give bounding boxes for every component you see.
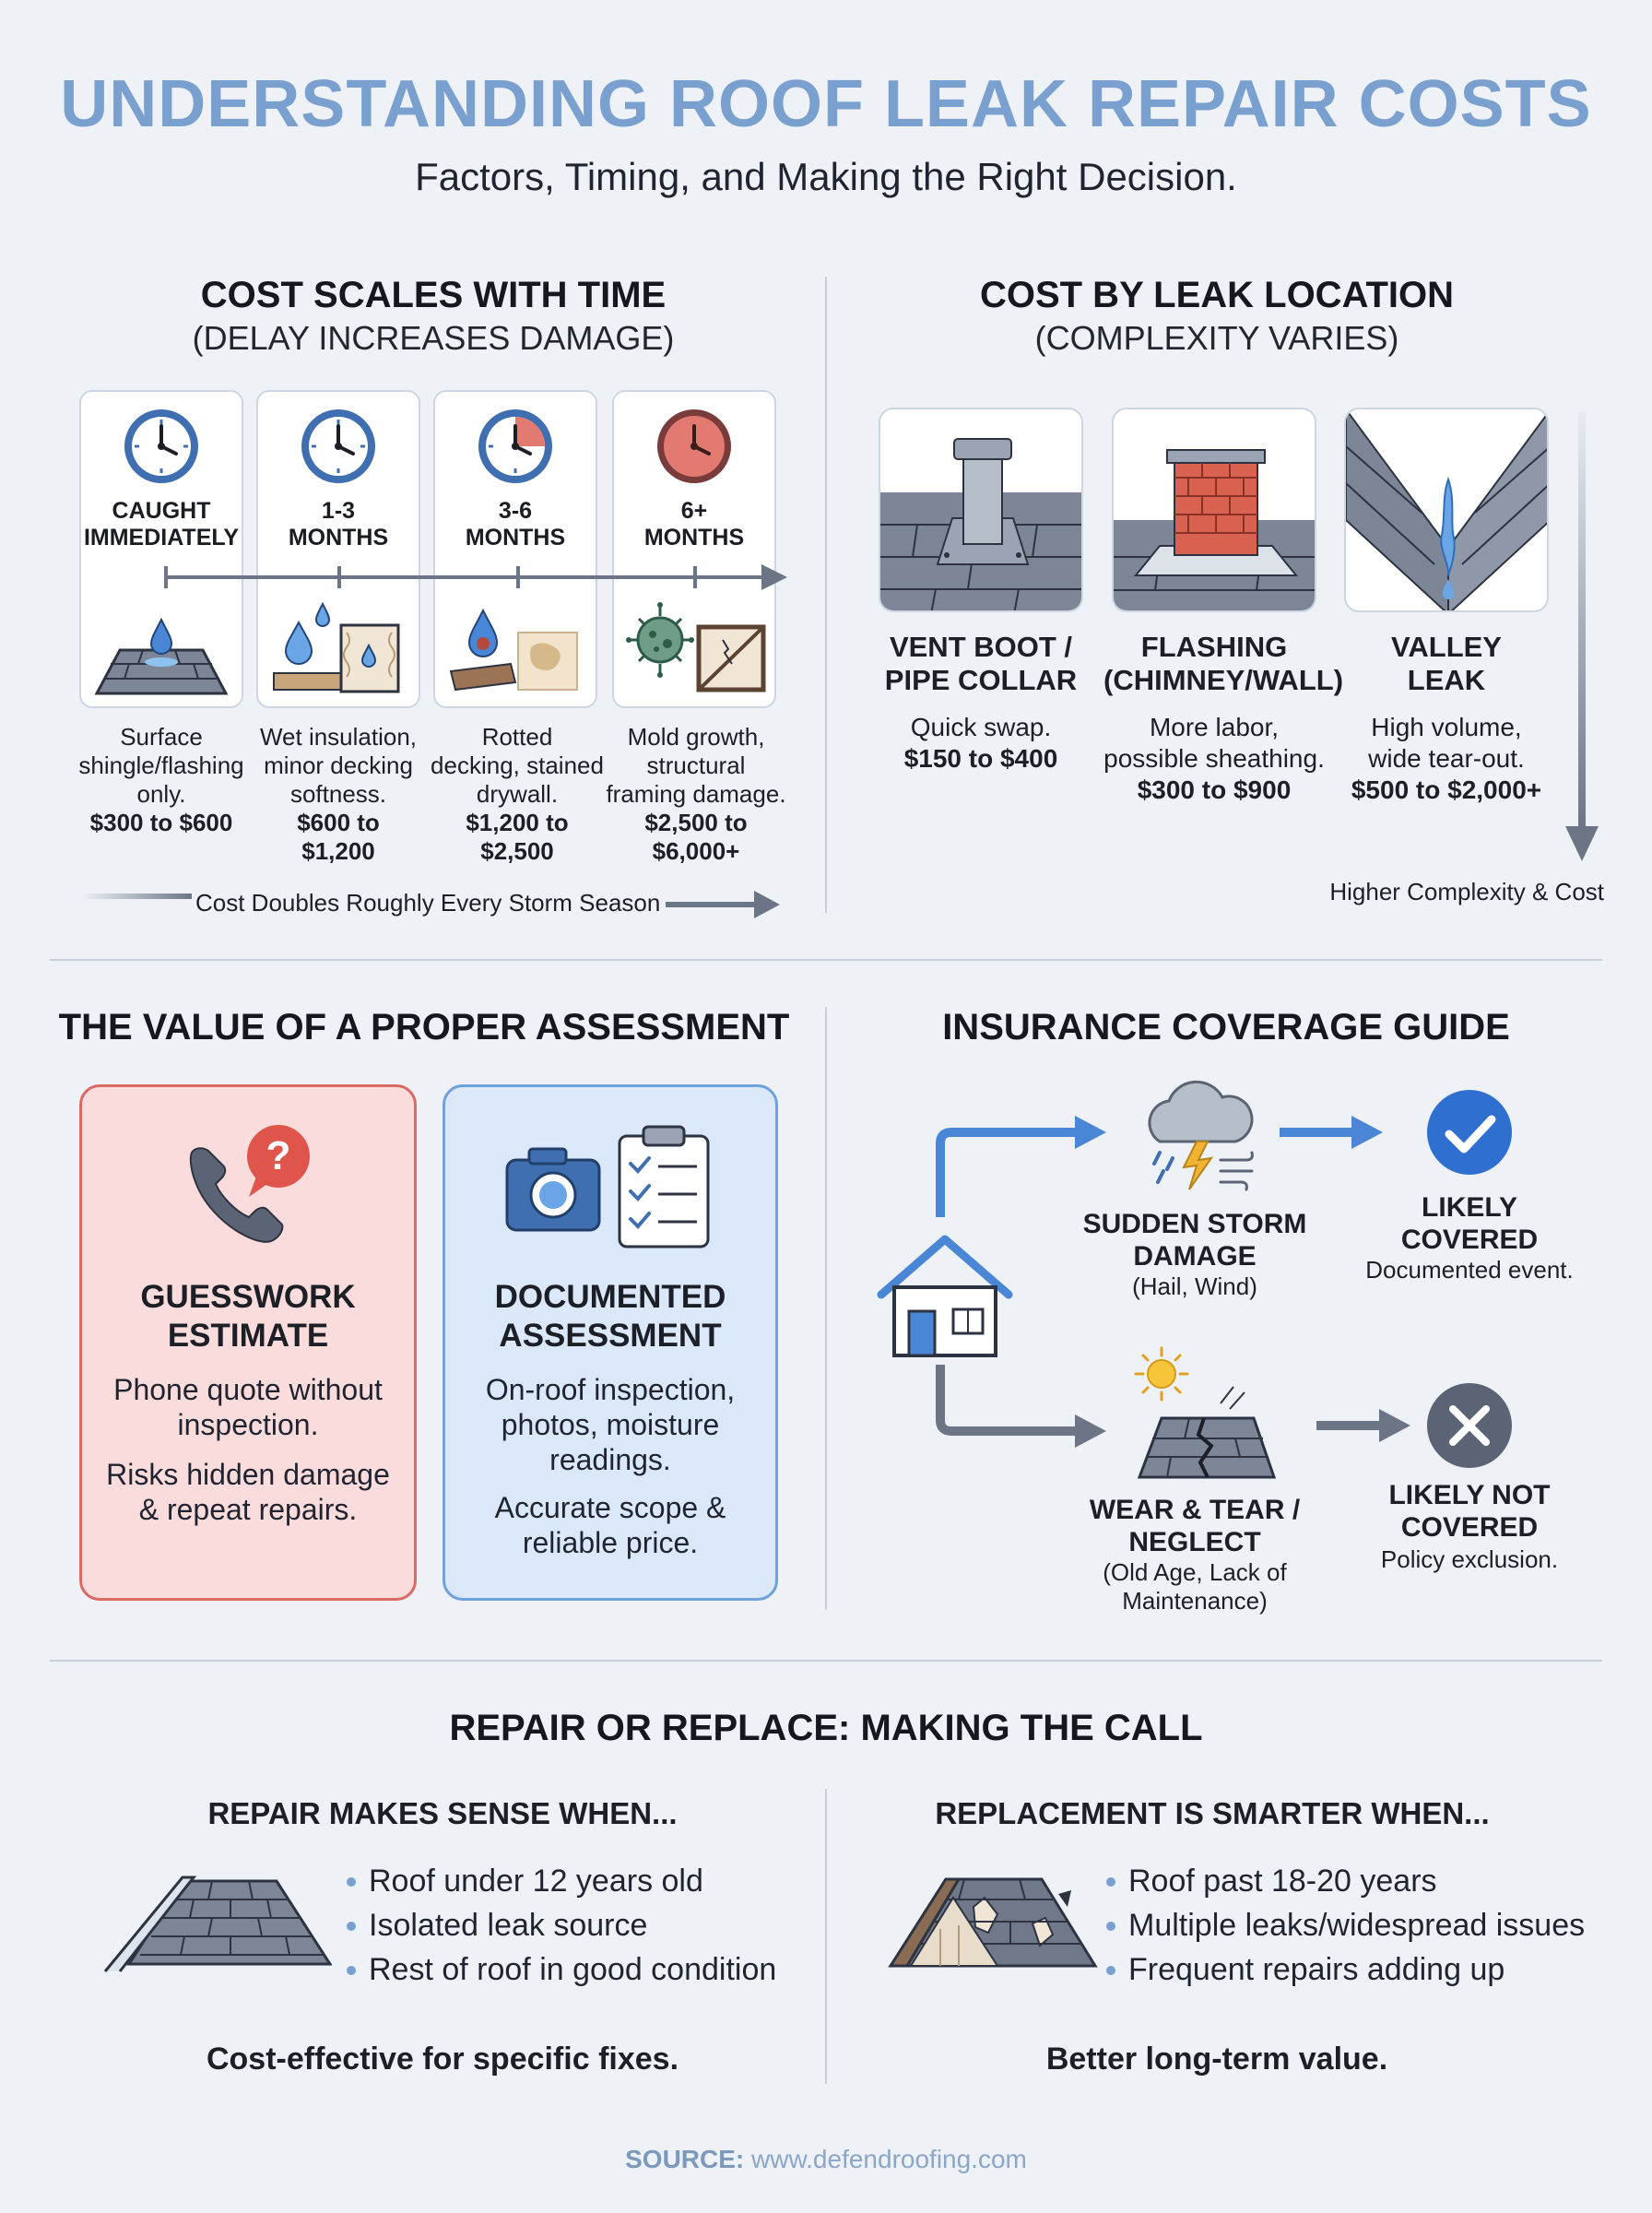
not-covered-note: Policy exclusion.	[1380, 1545, 1559, 1573]
covered-note: Documented event.	[1365, 1256, 1574, 1284]
storm-note: (Hail, Wind)	[1132, 1272, 1257, 1300]
source-credit: SOURCE: www.defendroofing.com	[625, 2145, 1027, 2173]
gradient-bar	[81, 893, 192, 899]
damaged-roof-icon	[888, 1877, 1098, 1968]
valley-leak-icon	[1346, 409, 1547, 610]
location-desc: High volume,wide tear-out.$500 to $2,000…	[1351, 713, 1542, 804]
svg-text:?: ?	[266, 1133, 291, 1178]
list-item: Roof past 18-20 years	[1103, 1859, 1600, 1903]
x-circle-icon	[1427, 1383, 1512, 1468]
rot-stain-icon	[449, 608, 578, 692]
list-item: Roof under 12 years old	[343, 1859, 804, 1903]
repair-footer: Cost-effective for specific fixes.	[206, 2041, 679, 2077]
clock-icon	[478, 409, 552, 483]
complexity-arrow	[1565, 411, 1599, 861]
guesswork-risk: Risks hidden damage& repeat repairs.	[106, 1458, 390, 1526]
repair-heading: REPAIR MAKES SENSE WHEN...	[207, 1796, 678, 1830]
time-section-subheading: (DELAY INCREASES DAMAGE)	[192, 319, 675, 357]
complexity-label: Higher Complexity & Cost	[1329, 878, 1604, 905]
clock-icon	[124, 409, 198, 483]
clock-icon	[657, 409, 731, 483]
list-item: Frequent repairs adding up	[1103, 1947, 1600, 1992]
list-item: Multiple leaks/widespread issues	[1103, 1903, 1600, 1947]
insurance-flow-diagram	[936, 1116, 1410, 1448]
location-name: FLASHING(CHIMNEY/WALL)	[1103, 631, 1344, 696]
section-divider	[50, 1660, 1602, 1662]
replace-footer: Better long-term value.	[1045, 2041, 1388, 2077]
page-title: UNDERSTANDING ROOF LEAK REPAIR COSTS	[60, 67, 1592, 141]
location-section-heading: COST BY LEAK LOCATION	[979, 275, 1455, 315]
page-subtitle: Factors, Timing, and Making the Right De…	[415, 155, 1237, 198]
section-divider	[825, 277, 827, 913]
guesswork-box	[79, 1084, 417, 1601]
repair-section-heading: REPAIR OR REPLACE: MAKING THE CALL	[449, 1708, 1203, 1748]
house-icon	[877, 1235, 1013, 1357]
time-section-heading: COST SCALES WITH TIME	[200, 275, 667, 315]
wet-insulation-icon	[273, 601, 400, 693]
location-desc: More labor,possible sheathing.$300 to $9…	[1103, 713, 1325, 804]
location-card-valley	[1344, 408, 1549, 612]
section-divider	[825, 1789, 827, 2084]
wear-title: WEAR & TEAR /NEGLECT	[1089, 1495, 1301, 1557]
phone-question-icon: ?	[189, 1125, 310, 1243]
repair-bullet-list: Roof under 12 years old Isolated leak so…	[343, 1859, 804, 1992]
vent-boot-icon	[880, 438, 1081, 610]
list-item: Rest of roof in good condition	[343, 1947, 804, 1992]
list-item: Isolated leak source	[343, 1903, 804, 1947]
source-url[interactable]: www.defendroofing.com	[751, 2145, 1027, 2173]
replace-heading: REPLACEMENT IS SMARTER WHEN...	[935, 1796, 1490, 1830]
arrow-right-icon	[666, 891, 780, 918]
chimney-icon	[1114, 449, 1315, 610]
location-desc: Quick swap.$150 to $400	[903, 713, 1058, 773]
mold-virus-icon	[626, 602, 766, 692]
storm-cloud-icon	[1148, 1080, 1254, 1191]
section-divider	[50, 959, 1602, 961]
documented-benefit: Accurate scope &reliable price.	[494, 1491, 726, 1559]
section-divider	[825, 1007, 827, 1610]
location-card-flashing	[1112, 408, 1316, 612]
clock-icon	[301, 409, 375, 483]
replace-bullet-list: Roof past 18-20 years Multiple leaks/wid…	[1103, 1859, 1600, 1992]
assessment-section-heading: THE VALUE OF A PROPER ASSESSMENT	[58, 1007, 790, 1047]
location-name: VENT BOOT /PIPE COLLAR	[884, 631, 1078, 696]
insurance-section-heading: INSURANCE COVERAGE GUIDE	[942, 1007, 1510, 1047]
location-card-vent	[879, 408, 1083, 612]
location-section-subheading: (COMPLEXITY VARIES)	[1034, 319, 1399, 357]
camera-checklist-icon	[505, 1125, 710, 1249]
storm-season-note: Cost Doubles Roughly Every Storm Season	[195, 889, 661, 917]
documented-box	[442, 1084, 778, 1601]
shingle-drip-icon	[94, 617, 229, 695]
check-circle-icon	[1427, 1090, 1512, 1175]
sun-cracked-roof-icon	[1134, 1346, 1277, 1479]
timeline-arrow	[164, 564, 787, 590]
timeline-label: 6+MONTHS	[643, 498, 745, 550]
good-roof-icon	[103, 1876, 332, 1972]
